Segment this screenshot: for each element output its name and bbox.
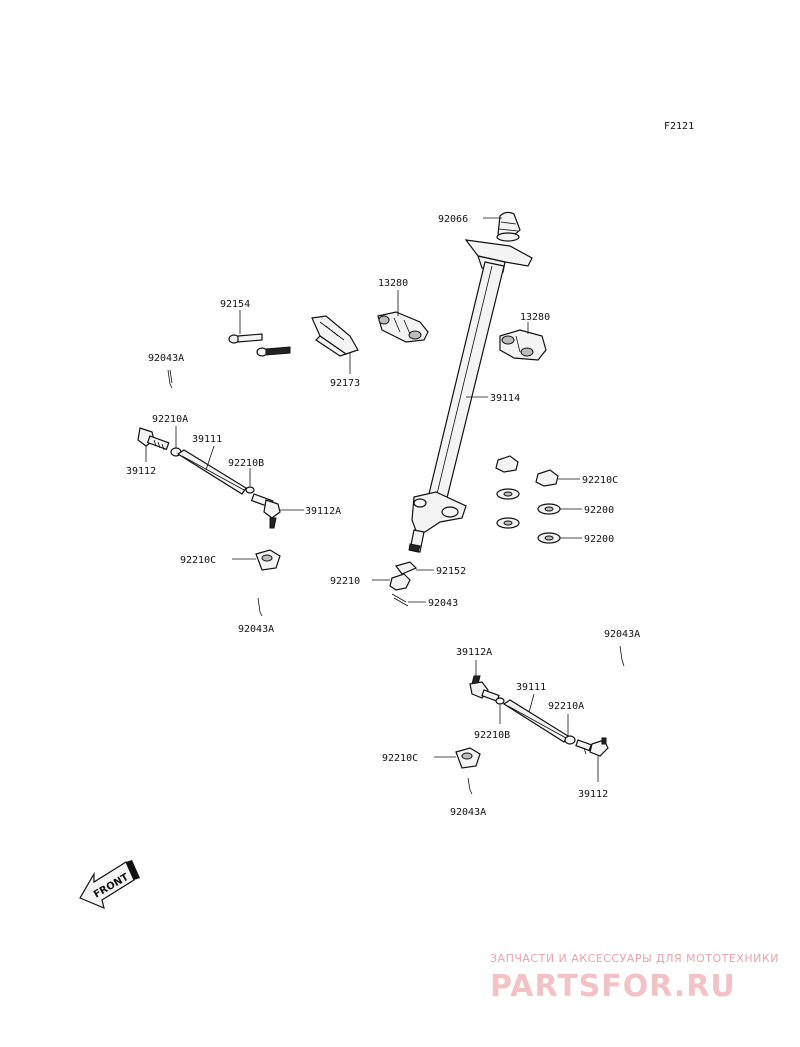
label-39112-left: 39112 — [126, 466, 156, 477]
nut-92210a-right — [564, 735, 576, 745]
label-92200-lower: 92200 — [584, 534, 614, 545]
castle-nut-92210c-right — [455, 747, 481, 769]
tie-rod-39111-left — [176, 449, 247, 495]
nuts-washers-column-right — [535, 469, 561, 544]
figure-code: F2121 — [664, 121, 694, 132]
label-92210b-right: 92210B — [474, 730, 510, 741]
label-92152: 92152 — [436, 566, 466, 577]
cotter-pin-92043a-3 — [619, 645, 625, 667]
label-92066: 92066 — [438, 214, 468, 225]
castle-nut-92210c-left — [255, 549, 281, 571]
label-39111-left: 39111 — [192, 434, 222, 445]
tie-rod-end-39112-left — [137, 427, 170, 451]
front-direction-arrow: FRONT — [79, 860, 140, 910]
label-92043a-2: 92043A — [238, 624, 274, 635]
label-13280-a: 13280 — [378, 278, 408, 289]
label-92210c-center: 92210C — [582, 475, 618, 486]
label-92043a-right-bottom: 92043A — [450, 807, 486, 818]
cotter-pin-92043a-2 — [257, 597, 263, 617]
label-92154: 92154 — [220, 299, 250, 310]
label-92043a-right-top: 92043A — [604, 629, 640, 640]
label-39112-right: 39112 — [578, 789, 608, 800]
label-39112a-right: 39112A — [456, 647, 492, 658]
label-92210c-right: 92210C — [382, 753, 418, 764]
label-92173: 92173 — [330, 378, 360, 389]
clamp-92173 — [311, 315, 359, 357]
cotter-pin-92043a-4 — [467, 777, 473, 795]
nut-92210b-right — [495, 697, 505, 705]
watermark: ЗАПЧАСТИ И АКСЕССУАРЫ ДЛЯ МОТОТЕХНИКИ PA… — [490, 952, 779, 1004]
nuts-washers-column-left — [495, 455, 520, 529]
label-92043: 92043 — [428, 598, 458, 609]
label-92210b-left: 92210B — [228, 458, 264, 469]
label-92210a-left: 92210A — [152, 414, 188, 425]
label-39114: 39114 — [490, 393, 520, 404]
nut-92210-center — [389, 573, 411, 591]
tie-rod-end-39112a-right — [469, 675, 500, 702]
boot-92066 — [496, 211, 521, 242]
label-92210a-right: 92210A — [548, 701, 584, 712]
watermark-logo: PARTSFOR.RU — [490, 969, 736, 1004]
cotter-pin-92043a-1 — [167, 369, 173, 389]
label-92043a-1: 92043A — [148, 353, 184, 364]
steering-shaft — [408, 239, 533, 553]
label-92200-upper: 92200 — [584, 505, 614, 516]
label-92210-center: 92210 — [330, 576, 360, 587]
label-39112a-left: 39112A — [305, 506, 341, 517]
label-92210c-left: 92210C — [180, 555, 216, 566]
tie-rod-end-39112a-left — [250, 493, 281, 529]
washer-92152 — [394, 561, 418, 575]
bushing-holder-13280-b — [499, 329, 547, 361]
watermark-tagline: ЗАПЧАСТИ И АКСЕССУАРЫ ДЛЯ МОТОТЕХНИКИ — [490, 952, 779, 965]
label-39111-right: 39111 — [516, 682, 546, 693]
bushing-holder-13280-a — [377, 311, 429, 343]
bolts-92154 — [228, 333, 291, 357]
cotter-pin-92043 — [391, 593, 409, 607]
nut-92210b-left — [245, 486, 255, 494]
tie-rod-end-39112-right — [575, 737, 609, 757]
label-13280-b: 13280 — [520, 312, 550, 323]
